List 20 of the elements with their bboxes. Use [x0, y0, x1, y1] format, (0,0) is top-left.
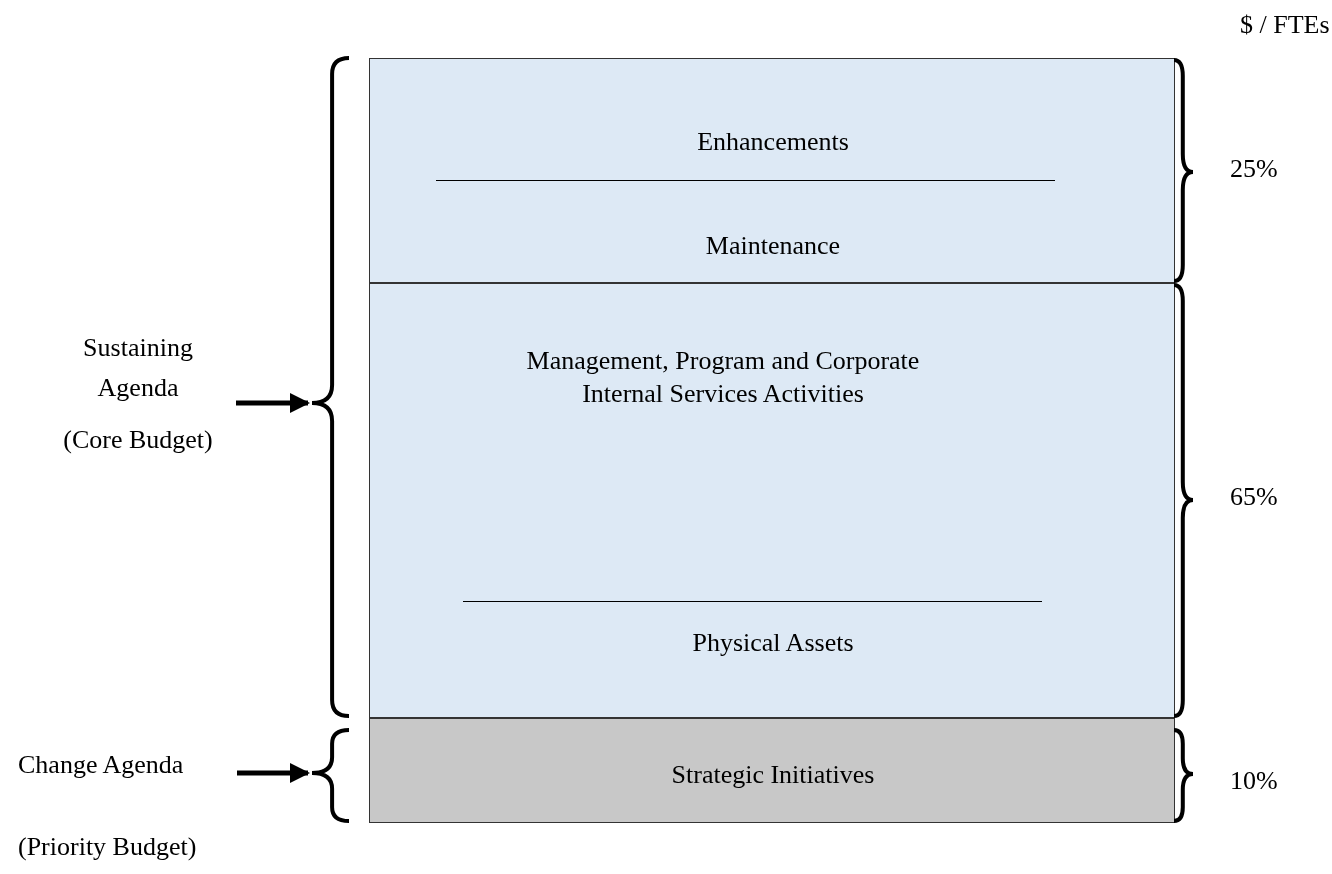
arrow [236, 393, 310, 413]
percentage-label: 25% [1230, 153, 1278, 185]
section-label: Management, Program and Corporate Internal Services Activities [525, 345, 921, 410]
section-label: Physical Assets [691, 627, 855, 659]
budget-section [369, 58, 1175, 283]
curly-brace [309, 728, 351, 823]
agenda-label: (Priority Budget) [18, 831, 197, 863]
curly-brace [309, 56, 351, 718]
section-label: Maintenance [704, 230, 842, 262]
section-label: Strategic Initiatives [670, 759, 876, 791]
axis-unit-label: $ / FTEs [1240, 9, 1330, 41]
agenda-label: Sustaining Agenda [82, 332, 194, 404]
budget-section [369, 283, 1175, 718]
agenda-label: (Core Budget) [63, 424, 213, 456]
budget-section [369, 718, 1175, 823]
section-label: Enhancements [696, 126, 850, 158]
arrow [237, 763, 310, 783]
percentage-label: 65% [1230, 481, 1278, 513]
percentage-label: 10% [1230, 765, 1278, 797]
agenda-label: Change Agenda [18, 749, 184, 781]
